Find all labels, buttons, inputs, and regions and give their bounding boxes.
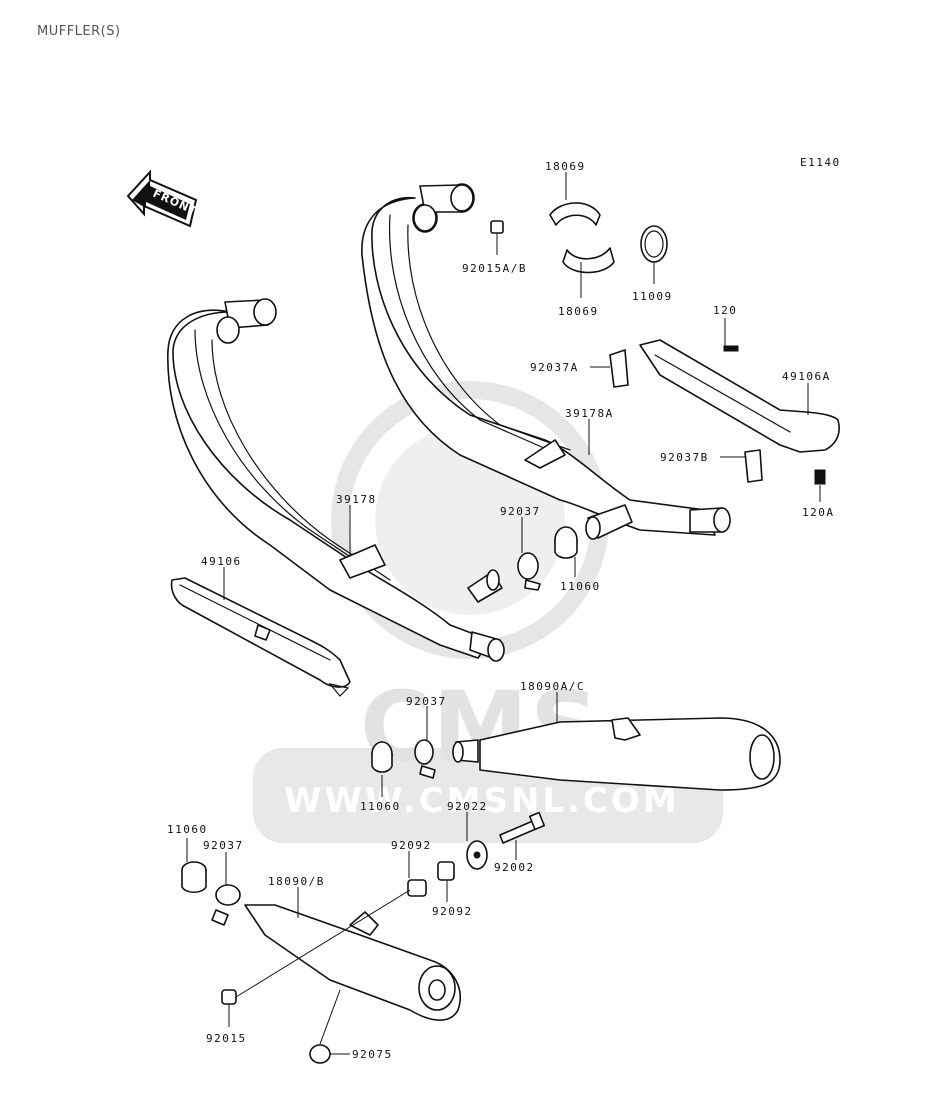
clamp-92037-left [211,884,241,926]
label-39178a: 39178A [565,407,614,420]
label-49106: 49106 [201,555,242,568]
label-92015ab: 92015A/B [462,262,527,275]
label-92002: 92002 [494,861,535,874]
label-11060-lower: 11060 [360,800,401,813]
label-92037-lower: 92037 [406,695,447,708]
heat-shield-49106a [609,339,840,485]
nut-92015ab [490,220,504,234]
label-92037b: 92037B [660,451,709,464]
label-11060-left: 11060 [167,823,208,836]
label-120a: 120A [802,506,835,519]
label-92075: 92075 [352,1048,393,1061]
bushing-92092-b [407,879,427,897]
label-18069-top: 18069 [545,160,586,173]
clamp-18069-bottom [562,247,615,274]
label-92037a: 92037A [530,361,579,374]
nut-92015 [221,989,237,1005]
label-39178: 39178 [336,493,377,506]
watermark-url: WWW.CMSNL.COM [284,781,680,821]
clamp-18069-top [549,202,601,226]
label-11060-mid: 11060 [560,580,601,593]
label-18090ac: 18090A/C [520,680,585,693]
label-18069-bottom: 18069 [558,305,599,318]
clamp-92037-lower [414,739,436,779]
bolt-92002 [499,811,546,844]
sleeve-11060-left [181,861,207,894]
leader-lines [186,172,821,1055]
part-labels: 18069 18069 11009 92015A/B 120 92037A 49… [167,160,835,1061]
label-92092-top: 92092 [391,839,432,852]
clamp-92037-mid [517,552,541,591]
label-92037-mid: 92037 [500,505,541,518]
grommet-92075 [309,1044,331,1064]
label-49106a: 49106A [782,370,831,383]
sleeve-11060-mid [554,526,578,559]
front-arrow-icon: FRONT [126,169,199,228]
label-11009: 11009 [632,290,673,303]
muffler-18090b [244,904,461,1021]
label-92092-bottom: 92092 [432,905,473,918]
exhaust-pipe-39178 [167,298,505,662]
diagram-code: E1140 [800,156,841,169]
label-120: 120 [713,304,737,317]
sleeve-11060-lower [371,741,393,773]
muffler-18090ac [452,717,781,791]
label-18090b: 18090/B [268,875,325,888]
label-92015: 92015 [206,1032,247,1045]
exhaust-pipe-39178a [361,183,731,540]
washer-92022 [466,840,488,870]
label-92022: 92022 [447,800,488,813]
label-92037-left: 92037 [203,839,244,852]
bushing-92092-a [437,861,455,881]
heat-shield-49106 [170,577,351,697]
gasket-11009 [640,225,668,263]
page-title: MUFFLER(S) [37,24,121,39]
